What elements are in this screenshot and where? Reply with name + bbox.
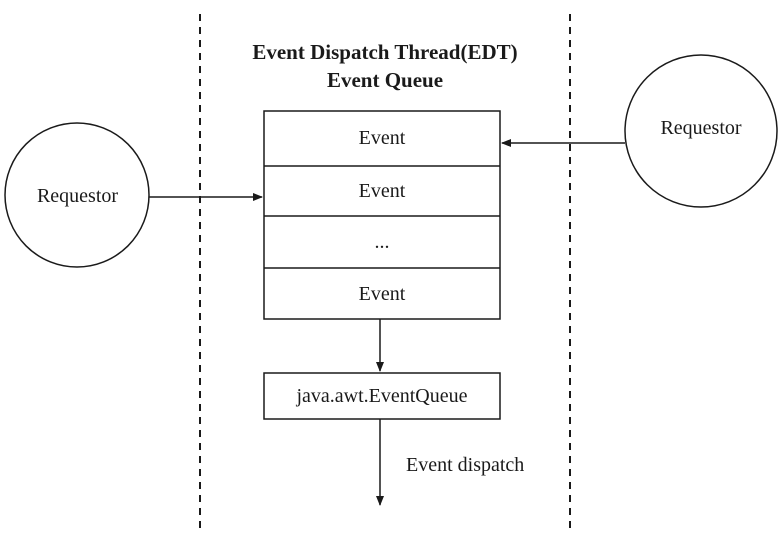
queue-cell-ellipsis: ... [374,231,390,253]
eventqueue-class-label: java.awt.EventQueue [296,385,468,407]
event-dispatch-label: Event dispatch [406,454,525,476]
queue-cell-event-3: Event [358,283,406,305]
diagram-title-thread: Event Dispatch Thread(EDT) [252,40,518,64]
requestor-left-label: Requestor [36,185,119,207]
eventqueue-class-box [263,372,501,420]
requestor-right-circle [624,54,778,208]
diagram-title-queue: Event Queue [326,68,444,92]
queue-cell-event-1: Event [358,127,406,149]
requestor-right-label: Requestor [660,117,742,139]
queue-cell-event-2: Event [358,180,406,202]
requestor-left-circle [4,122,150,268]
event-queue-box [263,110,501,320]
